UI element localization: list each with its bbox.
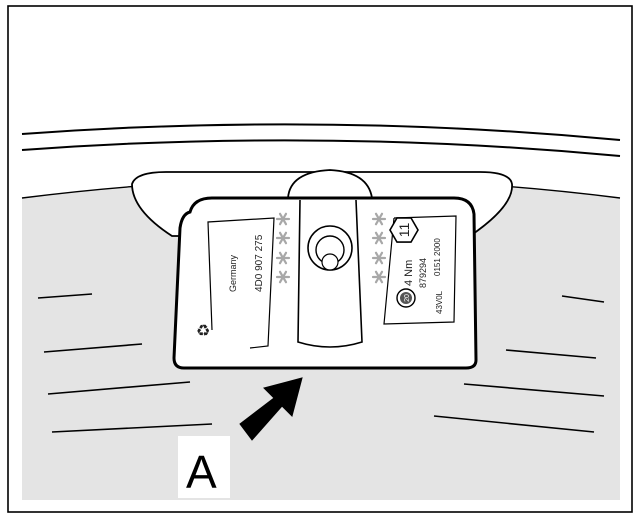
snowflake-icon	[275, 270, 291, 284]
hexagon-number: 11	[396, 223, 412, 238]
rim-edge-line-2	[21, 139, 621, 157]
sensor-channel	[297, 199, 363, 348]
snowflake-icon	[275, 212, 291, 226]
snowflake-icon	[371, 212, 387, 226]
tread-lines-right	[433, 295, 605, 433]
recycle-icon: ♻	[196, 323, 210, 340]
valve-port-core	[321, 253, 339, 271]
snowflakes-right	[371, 212, 387, 284]
snowflake-icon	[371, 270, 387, 284]
part-number-text: 4D0 907 275	[254, 234, 265, 292]
torque-text: 4 Nm	[403, 260, 415, 286]
valve-code-text: 43V0L	[435, 290, 444, 314]
valve-stem	[287, 169, 374, 199]
callout-label: A	[186, 446, 217, 498]
sensor-housing	[172, 196, 478, 370]
hexagon-icon: 11	[389, 217, 419, 243]
serial-text: 879294	[418, 258, 428, 288]
rim-edge-line-1	[21, 123, 621, 141]
circle-badge-number: 20	[404, 294, 411, 302]
sensor-inner-panel	[207, 215, 457, 349]
snowflake-icon	[371, 251, 387, 265]
snowflake-icon	[371, 231, 387, 245]
tread-lines-left	[37, 293, 213, 433]
arrow-icon	[239, 377, 303, 441]
circle-badge-icon: 20	[396, 288, 416, 308]
snowflake-icon	[275, 231, 291, 245]
origin-text: Germany	[228, 254, 238, 292]
snowflakes-left	[275, 212, 291, 284]
callout-box	[178, 436, 230, 498]
date-code-text: 0151 2000	[433, 238, 442, 276]
snowflake-icon	[275, 251, 291, 265]
